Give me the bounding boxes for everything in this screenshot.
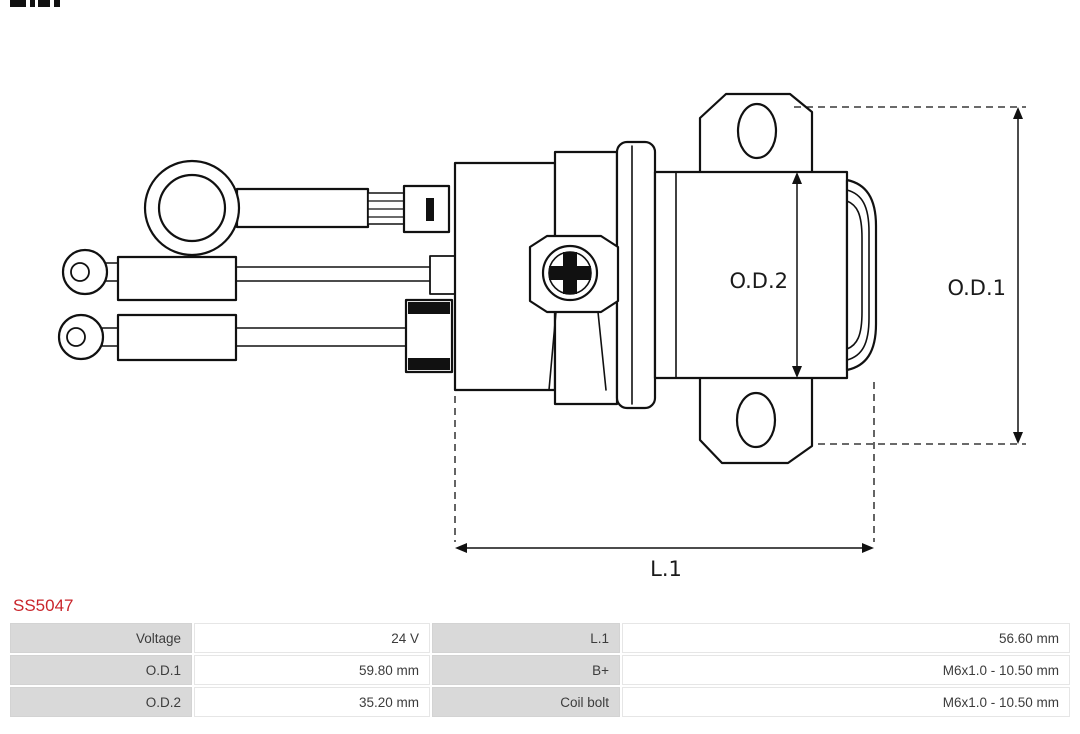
spec-label: Voltage	[10, 623, 192, 653]
solenoid-technical-drawing: O.D.2 O.D.1 L.1	[10, 0, 1026, 581]
spec-label: O.D.2	[10, 687, 192, 717]
mounting-bracket-top	[698, 92, 814, 178]
dimension-label-l1: L.1	[650, 557, 682, 581]
wire-terminal-bottom	[57, 298, 454, 374]
spec-label: O.D.1	[10, 655, 192, 685]
dimension-annotations	[454, 106, 1026, 553]
spec-value: 24 V	[194, 623, 430, 653]
dimension-label-od2: O.D.2	[729, 269, 788, 293]
barcode-mark	[10, 0, 60, 7]
coil-bolt-assembly	[528, 234, 620, 391]
spec-label: Coil bolt	[432, 687, 620, 717]
spec-value: M6x1.0 - 10.50 mm	[622, 655, 1070, 685]
dimension-label-od1: O.D.1	[947, 276, 1006, 300]
spec-row-od2: O.D.2 35.20 mm Coil bolt M6x1.0 - 10.50 …	[10, 687, 1070, 717]
spec-value: 35.20 mm	[194, 687, 430, 717]
part-number: SS5047	[13, 596, 74, 615]
flange-disc	[615, 140, 657, 410]
spec-value: M6x1.0 - 10.50 mm	[622, 687, 1070, 717]
spec-value: 56.60 mm	[622, 623, 1070, 653]
spec-label: B+	[432, 655, 620, 685]
battery-cable	[143, 159, 451, 257]
solenoid-cylinder	[653, 170, 878, 380]
wire-terminal-top	[61, 248, 457, 302]
mounting-hole-bottom	[735, 391, 777, 449]
spec-row-od1: O.D.1 59.80 mm B+ M6x1.0 - 10.50 mm	[10, 655, 1070, 685]
spec-table: Voltage 24 V L.1 56.60 mm O.D.1 59.80 mm…	[8, 621, 1072, 719]
mounting-bracket-bottom	[698, 372, 814, 465]
mounting-hole-top	[736, 102, 778, 160]
spec-value: 59.80 mm	[194, 655, 430, 685]
spec-row-voltage: Voltage 24 V L.1 56.60 mm	[10, 623, 1070, 653]
spec-label: L.1	[432, 623, 620, 653]
